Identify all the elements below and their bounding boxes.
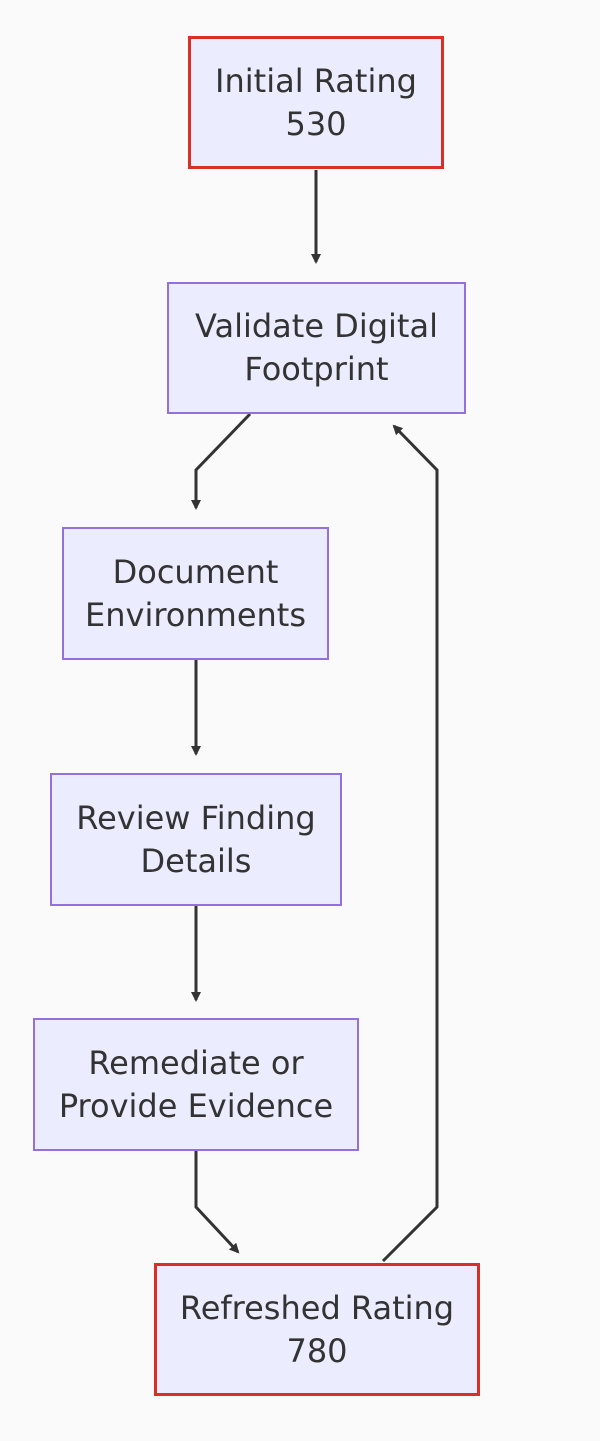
node-refreshed-rating-line-1: Refreshed Rating bbox=[179, 1288, 455, 1327]
node-review-finding-details: Review Finding Details bbox=[50, 773, 342, 906]
node-refreshed-rating-line-2: 780 bbox=[286, 1331, 348, 1370]
edge-validate-to-document bbox=[191, 412, 252, 510]
node-remediate-line-2: Provide Evidence bbox=[58, 1086, 334, 1125]
node-document-environments: Document Environments bbox=[62, 527, 329, 660]
node-review-line-1: Review Finding bbox=[76, 798, 316, 837]
node-validate-digital-footprint: Validate Digital Footprint bbox=[167, 282, 466, 414]
node-validate-line-1: Validate Digital bbox=[195, 307, 438, 345]
node-validate-line-2: Footprint bbox=[244, 350, 389, 388]
node-initial-rating-line-1: Initial Rating bbox=[215, 61, 417, 100]
node-review-line-2: Details bbox=[140, 841, 252, 880]
node-document-line-1: Document bbox=[112, 552, 279, 591]
node-remediate-line-1: Remediate or bbox=[88, 1043, 304, 1082]
edge-remediate-to-refreshed bbox=[194, 1151, 240, 1254]
node-initial-rating-line-2: 530 bbox=[285, 104, 347, 143]
edge-refreshed-to-validate bbox=[381, 424, 439, 1263]
node-document-line-2: Environments bbox=[85, 595, 306, 634]
node-initial-rating: Initial Rating 530 bbox=[188, 36, 444, 169]
node-remediate-or-provide-evidence: Remediate or Provide Evidence bbox=[33, 1018, 359, 1151]
node-refreshed-rating: Refreshed Rating 780 bbox=[154, 1263, 480, 1396]
